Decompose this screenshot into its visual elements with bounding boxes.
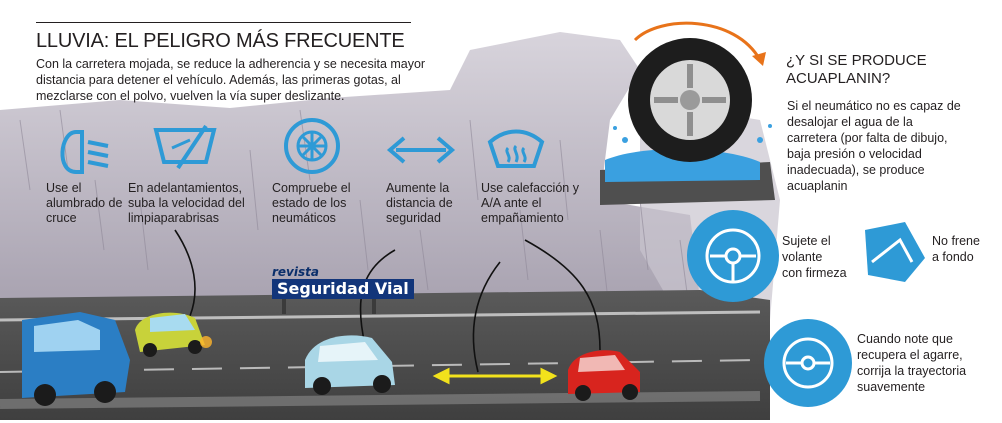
- aquaplaning-tire-illustration: [600, 21, 775, 205]
- logo-line-1: revista: [272, 265, 319, 279]
- red-car: [568, 350, 640, 401]
- tip-wiper-label: En adelantamientos, suba la velocidad de…: [128, 181, 245, 225]
- blue-van: [22, 312, 130, 406]
- tip-low-beam-label: Use el alumbrado de cruce: [46, 181, 123, 225]
- action-correct-trajectory-label: Cuando note que recupera el agarre, corr…: [857, 332, 967, 394]
- intro-text: Con la carretera mojada, se reduce la ad…: [36, 57, 426, 103]
- aquaplaning-question: ¿Y SI SE PRODUCE ACUAPLANIN?: [786, 52, 927, 87]
- tip-tires-label: Compruebe el estado de los neumáticos: [272, 181, 351, 225]
- page-title: LLUVIA: EL PELIGRO MÁS FRECUENTE: [36, 30, 405, 52]
- yellow-car: [135, 312, 212, 357]
- wiper-icon: [153, 124, 217, 170]
- headlight-icon: [60, 130, 109, 174]
- road-edge-line: [0, 310, 761, 322]
- road-lane-line: [0, 359, 761, 373]
- defrost-icon: [487, 129, 545, 168]
- title-rule: [36, 22, 411, 23]
- action-hold-wheel-label: Sujete el volante con firmeza: [782, 234, 847, 280]
- tire-icon: [284, 118, 340, 174]
- tip-defrost-label: Use calefacción y A/A ante el empañamien…: [481, 181, 579, 225]
- seguridad-vial-logo: revista Seguridad Vial: [272, 265, 414, 299]
- rain-streaks: [19, 109, 689, 301]
- action-no-hard-brake-label: No frene a fondo: [932, 234, 980, 264]
- distance-arrows-icon: [386, 136, 456, 164]
- aquaplaning-explanation: Si el neumático no es capaz de desalojar…: [787, 99, 961, 193]
- logo-line-2: Seguridad Vial: [272, 279, 414, 299]
- fog-sky: [0, 32, 700, 300]
- light-blue-car: [305, 335, 395, 395]
- distance-marker: [432, 367, 558, 385]
- tip-distance-label: Aumente la distancia de seguridad: [386, 181, 453, 225]
- action-blobs: [687, 210, 925, 407]
